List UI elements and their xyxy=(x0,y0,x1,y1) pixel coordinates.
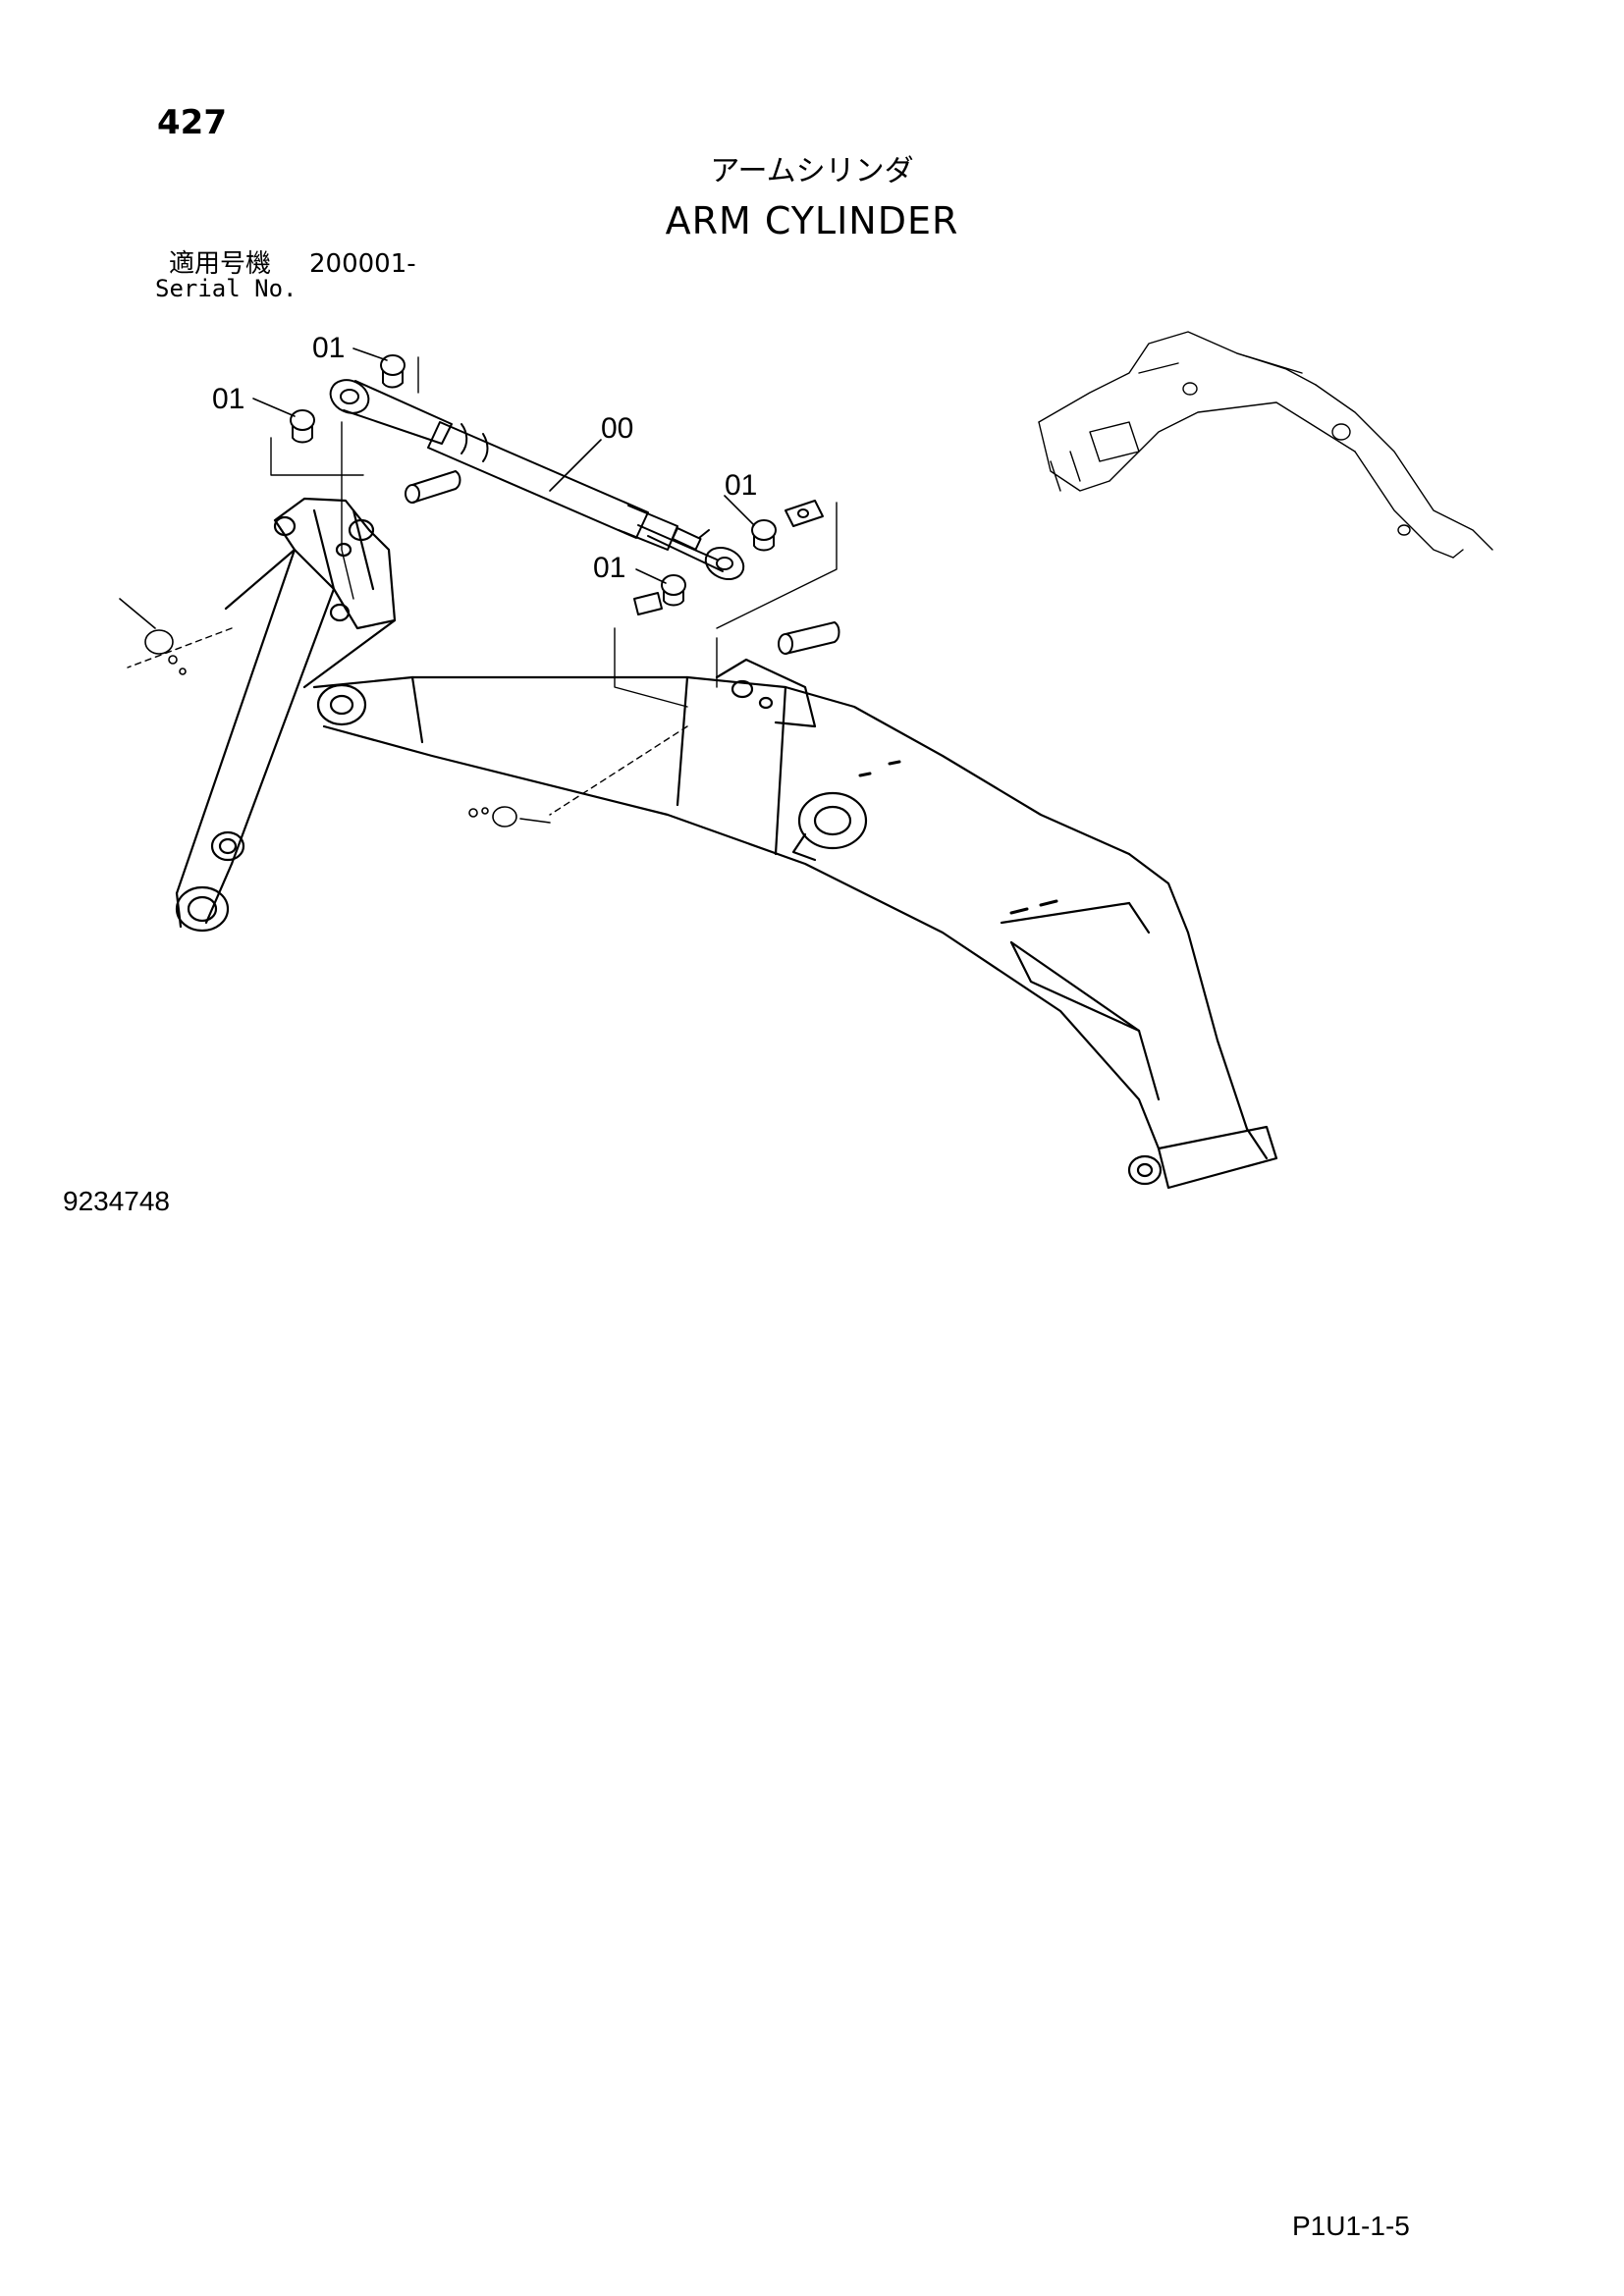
callout-rod-bushing-left: 01 xyxy=(593,552,626,584)
hardware-left xyxy=(119,598,187,675)
serial-label-japanese: 適用号機 xyxy=(169,249,272,279)
leader-upper-right xyxy=(352,347,388,361)
page-reference: P1U1-1-5 xyxy=(1292,2211,1410,2241)
callout-pin-bushing-upper-left: 01 xyxy=(212,383,245,415)
serial-number-value: 200001- xyxy=(309,249,416,279)
arm-cylinder xyxy=(329,379,745,581)
callout-cylinder: 00 xyxy=(601,412,634,445)
callout-rod-bushing-right: 01 xyxy=(725,469,758,502)
callout-pin-bushing-upper-right: 01 xyxy=(312,332,346,364)
leader-cylinder xyxy=(549,439,602,492)
pin-lower xyxy=(778,621,840,655)
callout-leaders xyxy=(252,347,755,584)
leader-rod-right xyxy=(724,495,755,526)
bushing-rod-left xyxy=(633,574,686,615)
title-english: ARM CYLINDER xyxy=(665,199,959,242)
page-number: 427 xyxy=(157,103,227,142)
hardware-middle xyxy=(468,806,551,828)
assembly-guides xyxy=(127,356,838,816)
title-japanese: アームシリンダ xyxy=(710,154,914,188)
arm-body xyxy=(175,497,1278,1190)
machine-overview-inset xyxy=(1038,331,1493,559)
bushing-rod-right xyxy=(751,500,824,552)
bushing-upper-left xyxy=(290,409,315,444)
leader-upper-left xyxy=(252,398,296,417)
bushing-upper-right xyxy=(380,354,406,389)
drawing-number: 9234748 xyxy=(63,1186,171,1216)
pin-upper xyxy=(405,470,461,504)
serial-label-english: Serial No. xyxy=(155,275,298,302)
leader-rod-left xyxy=(635,568,667,584)
